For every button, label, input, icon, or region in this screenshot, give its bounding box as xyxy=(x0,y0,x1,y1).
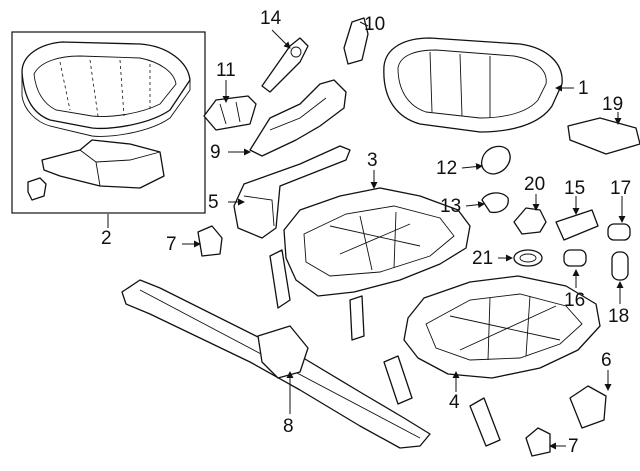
part-6-bracket xyxy=(569,385,607,429)
part-19-bezel xyxy=(567,117,640,155)
callout-9: 9 xyxy=(210,142,221,163)
part-9-side-shield xyxy=(249,79,347,157)
callout-17: 17 xyxy=(610,178,631,199)
callout-11: 11 xyxy=(216,60,236,81)
part-10-trim xyxy=(343,17,369,65)
part-11-switch xyxy=(203,95,257,131)
callout-18: 18 xyxy=(608,306,629,327)
part-21-ring xyxy=(513,249,543,267)
callout-13: 13 xyxy=(440,196,461,217)
callout-19: 19 xyxy=(602,94,623,115)
callout-20: 20 xyxy=(524,174,545,195)
part-5-bracket xyxy=(233,145,351,239)
callout-15: 15 xyxy=(564,178,585,199)
callout-3: 3 xyxy=(367,150,378,171)
part-12-cap xyxy=(480,145,511,175)
callout-6: 6 xyxy=(601,350,612,371)
part-14-handle xyxy=(261,37,309,93)
callout-12: 12 xyxy=(436,158,457,179)
callout-10: 10 xyxy=(364,14,385,35)
callout-1: 1 xyxy=(578,78,589,99)
callout-16: 16 xyxy=(564,290,585,311)
part-4-seat-frame xyxy=(383,275,601,447)
callout-21: 21 xyxy=(472,248,493,269)
part-15-switch xyxy=(555,209,599,241)
callout-2: 2 xyxy=(101,228,112,249)
part-8-track-bar xyxy=(121,279,431,449)
callout-7a: 7 xyxy=(166,234,177,255)
callout-4: 4 xyxy=(449,392,460,413)
part-seat-cushion xyxy=(383,37,563,133)
callout-5: 5 xyxy=(208,192,219,213)
part-13-clip xyxy=(481,192,509,214)
leader-lines xyxy=(107,21,626,450)
inset-box-cushion-kit xyxy=(11,31,206,214)
part-7-lower-cover xyxy=(525,427,551,457)
callout-7b: 7 xyxy=(568,436,579,457)
part-3-seat-frame xyxy=(269,187,471,341)
part-17-knob xyxy=(607,223,631,241)
callout-8: 8 xyxy=(283,416,294,437)
part-18-knob xyxy=(611,251,629,281)
part-16-knob xyxy=(563,249,587,267)
callout-14: 14 xyxy=(260,8,282,29)
part-7-upper-cover xyxy=(197,225,223,257)
part-20-lever xyxy=(513,207,547,235)
